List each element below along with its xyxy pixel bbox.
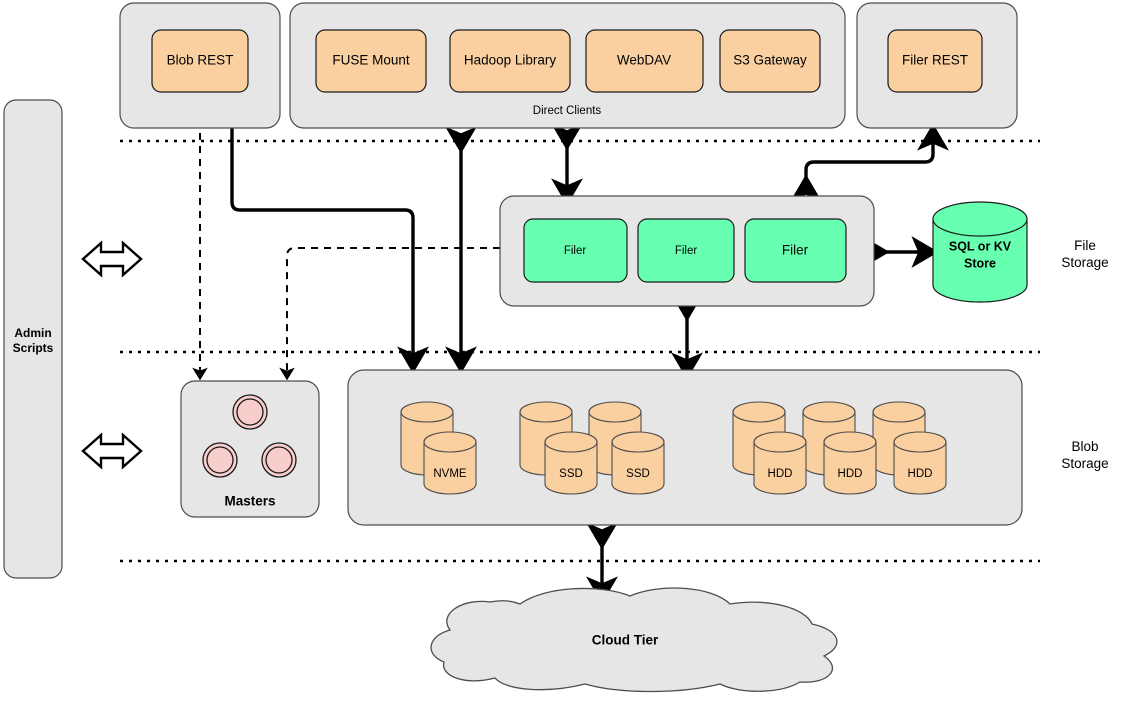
direct-client-hadoop-library[interactable]: Hadoop Library — [449, 29, 571, 93]
metastore-label-line2: Store — [964, 256, 996, 270]
direct-client-fuse-mount-label: FUSE Mount — [332, 53, 410, 68]
direct-client-s3-gateway-label: S3 Gateway — [733, 53, 807, 68]
cloud-tier-label: Cloud Tier — [592, 633, 659, 648]
volume-group-hdd-label-1: HDD — [768, 468, 793, 480]
volume-servers-group: NVME SSD SSD — [347, 369, 1023, 526]
blob-rest-group: Blob REST — [119, 2, 281, 129]
hdd-disk-front-2 — [823, 431, 877, 495]
filer-node-1-label: Filer — [564, 245, 587, 257]
direct-client-webdav-label: WebDAV — [617, 53, 671, 68]
cloud-tier-shape[interactable]: Cloud Tier — [430, 587, 838, 693]
blob-rest-node[interactable]: Blob REST — [151, 29, 249, 93]
masters-group[interactable]: Masters — [180, 380, 320, 518]
master-node-2 — [202, 442, 238, 478]
volume-group-ssd-label-2: SSD — [626, 468, 650, 480]
master-node-1 — [232, 394, 268, 430]
link-blobrest-to-volumes — [230, 128, 429, 374]
hdd-disk-front-3 — [893, 431, 947, 495]
nvme-disk-front-1 — [423, 431, 477, 495]
filer-node-2-label: Filer — [675, 245, 698, 257]
masters-label: Masters — [224, 494, 275, 509]
master-node-3 — [261, 442, 297, 478]
direct-clients-group: FUSE Mount Hadoop Library WebDAV S3 Gate… — [289, 2, 846, 129]
blob-storage-tier-label: Blob Storage — [1061, 439, 1108, 471]
direct-client-webdav[interactable]: WebDAV — [585, 29, 704, 93]
admin-scripts-label-line1: Admin — [14, 326, 51, 340]
filer-node-1[interactable]: Filer — [523, 218, 628, 283]
admin-to-blob-storage-arrow — [81, 432, 143, 470]
filer-rest-node[interactable]: Filer REST — [887, 29, 983, 93]
link-filerrest-to-filer — [790, 123, 949, 202]
filer-rest-group: Filer REST — [856, 2, 1018, 129]
direct-clients-caption: Direct Clients — [533, 105, 602, 117]
filer-node-3[interactable]: Filer — [744, 218, 847, 283]
file-storage-tier-label: File Storage — [1061, 238, 1108, 270]
filer-cluster-group: Filer Filer Filer — [499, 195, 875, 307]
ssd-disk-front-2 — [611, 431, 665, 495]
admin-to-file-storage-arrow — [81, 240, 143, 278]
volume-group-nvme-label: NVME — [433, 468, 467, 480]
filer-rest-label: Filer REST — [902, 53, 968, 68]
filer-node-3-label: Filer — [782, 243, 809, 258]
hdd-disk-front-1 — [753, 431, 807, 495]
link-filer-to-masters — [279, 247, 500, 381]
blob-rest-label: Blob REST — [167, 53, 234, 68]
volume-group-nvme[interactable]: NVME — [400, 401, 477, 495]
direct-client-s3-gateway[interactable]: S3 Gateway — [719, 29, 821, 93]
filer-node-2[interactable]: Filer — [637, 218, 735, 283]
direct-client-fuse-mount[interactable]: FUSE Mount — [315, 29, 427, 93]
file-storage-tier-label-line1: File — [1074, 238, 1096, 253]
admin-scripts-panel[interactable]: Admin Scripts — [3, 99, 63, 579]
ssd-disk-front-1 — [544, 431, 598, 495]
blob-storage-tier-label-line2: Storage — [1061, 456, 1108, 471]
file-storage-tier-label-line2: Storage — [1061, 255, 1108, 270]
metastore-label-line1: SQL or KV — [949, 239, 1012, 253]
admin-scripts-label-line2: Scripts — [13, 341, 54, 355]
volume-group-hdd[interactable]: HDD HDD HDD — [732, 401, 947, 495]
volume-group-ssd[interactable]: SSD SSD — [519, 401, 665, 495]
volume-group-hdd-label-2: HDD — [838, 468, 863, 480]
volume-group-ssd-label-1: SSD — [559, 468, 583, 480]
volume-group-hdd-label-3: HDD — [908, 468, 933, 480]
direct-client-hadoop-library-label: Hadoop Library — [464, 53, 557, 68]
metastore-database[interactable]: SQL or KV Store — [932, 201, 1028, 303]
blob-storage-tier-label-line1: Blob — [1071, 439, 1098, 454]
